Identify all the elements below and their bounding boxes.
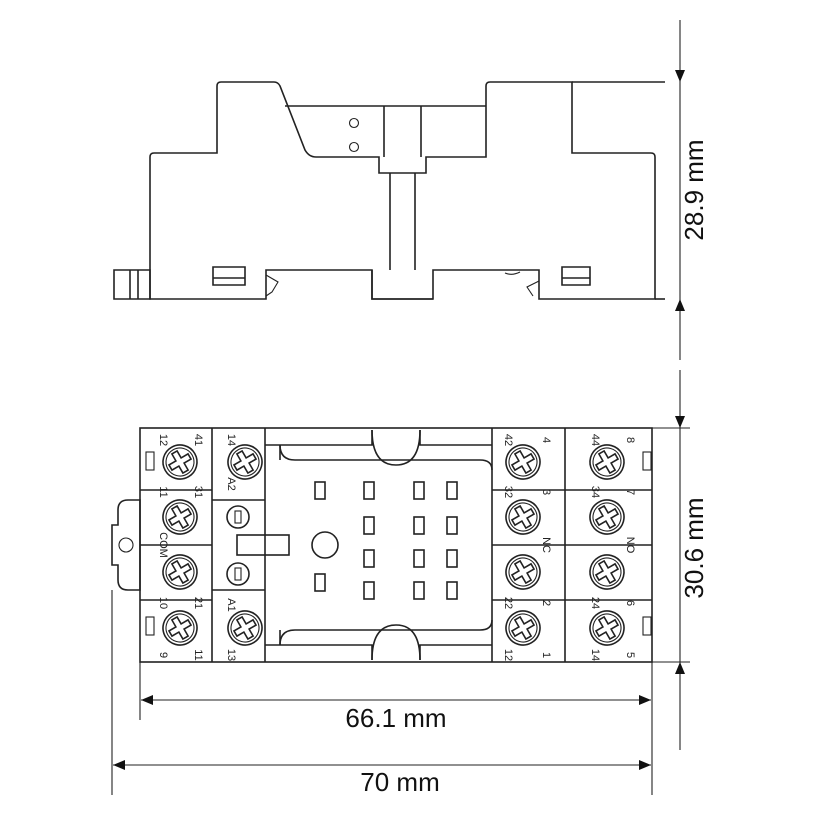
pin-slot [413,481,425,500]
pin-slot [363,549,375,568]
terminal-screw [589,610,625,646]
terminal-screw [227,610,263,646]
terminal-label: 34 [589,486,601,498]
terminal-label: 9 [157,652,169,658]
terminal-label: 3 [540,489,552,495]
bottom-view: 1211COM1094131211114A2A1134232221243NC21… [111,427,653,663]
terminal-screw [505,610,541,646]
terminal-label: 22 [502,597,514,609]
side-view [113,81,665,300]
pin-slot [413,549,425,568]
dim-height-top: 28.9 mm [679,139,709,240]
pin-slot [446,581,458,600]
terminal-screw [589,444,625,480]
terminal-label: NC [540,537,552,553]
pin-slot [446,481,458,500]
terminal-screw [505,554,541,590]
pin-slot [363,481,375,500]
pin-slot [446,549,458,568]
dim-width-outer: 70 mm [360,767,439,797]
terminal-label: 44 [589,434,601,446]
terminal-screw [505,444,541,480]
terminal-label: 13 [225,649,237,661]
terminal-label: 24 [589,597,601,609]
terminal-label: 14 [589,649,601,661]
terminal-label: 21 [192,597,204,609]
terminal-label: A1 [225,598,237,611]
dimension-lines [111,20,690,795]
terminal-screw [162,499,198,535]
pin-slot [446,516,458,535]
dim-width-inner: 66.1 mm [345,703,446,733]
terminal-screw [589,499,625,535]
pin-slot [314,573,326,592]
terminal-label: 6 [624,600,636,606]
pin-slot [413,581,425,600]
terminal-screw [162,610,198,646]
terminal-label: 2 [540,600,552,606]
terminal-label: A2 [225,477,237,490]
pin-slot [413,516,425,535]
terminal-label: NO [624,537,636,554]
terminal-label: 10 [157,597,169,609]
terminal-label: 31 [192,486,204,498]
terminal-label: 1 [540,652,552,658]
terminal-screw [505,499,541,535]
terminal-label: 4 [540,437,552,443]
terminal-label: COM [157,532,169,558]
pin-slot [363,516,375,535]
terminal-screw [227,444,263,480]
terminal-label: 11 [192,649,204,660]
terminal-label: 8 [624,437,636,443]
terminal-label: 11 [157,486,169,497]
terminal-label: 32 [502,486,514,498]
terminal-screw [589,554,625,590]
terminal-label: 5 [624,652,636,658]
dim-height-bottom: 30.6 mm [679,497,709,598]
terminal-label: 42 [502,434,514,446]
terminal-screw [162,554,198,590]
terminal-label: 41 [192,434,204,446]
terminal-label: 7 [624,489,636,495]
pin-slot [314,481,326,500]
terminal-label: 12 [502,649,514,661]
terminal-screw [162,444,198,480]
pin-slot [363,581,375,600]
terminal-label: 12 [157,434,169,446]
terminal-label: 14 [225,434,237,446]
